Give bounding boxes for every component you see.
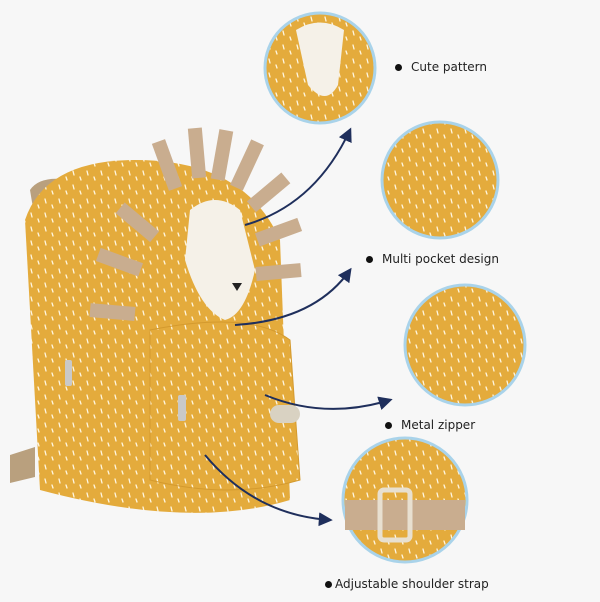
feature-text: Multi pocket design xyxy=(382,252,499,266)
feature-label-multi-pocket: Multi pocket design xyxy=(366,252,499,266)
feature-text: Metal zipper xyxy=(401,418,476,432)
backpack xyxy=(10,127,303,513)
detail-circle-pocket xyxy=(380,120,500,240)
detail-circle-zipper xyxy=(403,283,527,407)
feature-label-shoulder-strap: Adjustable shoulder strap xyxy=(325,577,489,591)
arrow-cute-pattern xyxy=(244,127,352,226)
bullet-icon xyxy=(325,580,332,588)
detail-circle-strap xyxy=(341,436,469,564)
arrow-zipper xyxy=(264,394,393,410)
detail-circle-cute-pattern xyxy=(263,11,377,125)
callout-arrows xyxy=(204,127,393,527)
arrow-strap xyxy=(204,454,333,527)
feature-text: Cute pattern xyxy=(411,60,487,74)
feature-text: Adjustable shoulder strap xyxy=(335,577,489,591)
feature-label-metal-zipper: Metal zipper xyxy=(385,418,475,432)
arrow-pocket xyxy=(234,267,352,326)
bullet-icon xyxy=(395,63,402,71)
bullet-icon xyxy=(385,421,392,429)
feature-label-cute-pattern: Cute pattern xyxy=(395,60,487,74)
mane xyxy=(89,127,303,321)
bullet-icon xyxy=(366,255,373,263)
